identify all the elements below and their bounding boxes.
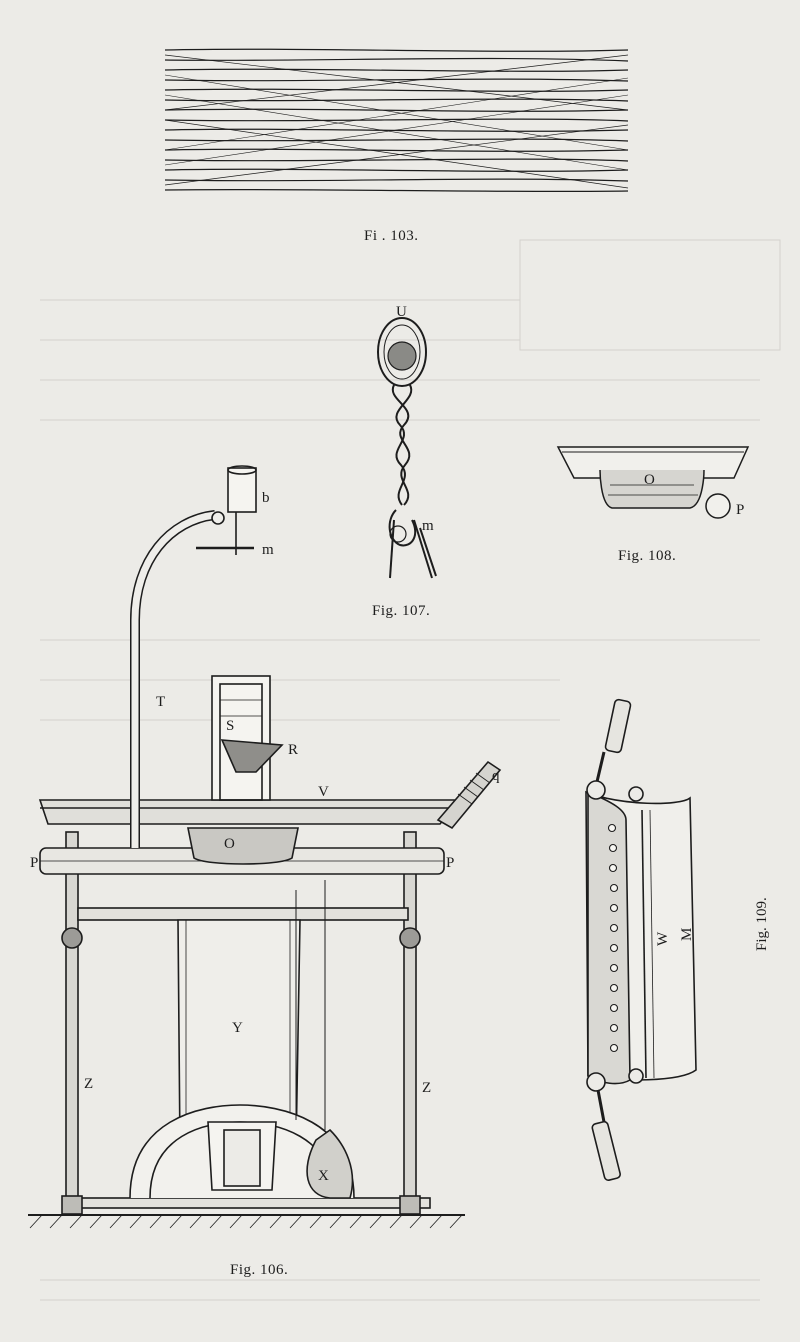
- fig-109-label-m: M: [679, 928, 695, 941]
- fig-108-label-o: O: [644, 472, 655, 488]
- fig-106-label-z-right: Z: [422, 1080, 431, 1096]
- fig-106-caption: Fig. 106.: [230, 1262, 289, 1278]
- fig-106-label-q: q: [492, 768, 500, 784]
- fig-107-label-m: m: [422, 518, 434, 534]
- fig-106-label-z-left: Z: [84, 1076, 93, 1092]
- fig-107-caption: Fig. 107.: [372, 603, 431, 619]
- fig-106-label-v: V: [318, 784, 329, 800]
- fig-106-label-p-right: P: [446, 855, 454, 871]
- fig-106-label-x: X: [318, 1168, 329, 1184]
- fig-106-winding-machine: [28, 465, 502, 1229]
- fig-106-label-m: m: [262, 542, 274, 558]
- fig-103-thread-skein: [164, 48, 629, 193]
- fig-108-caption: Fig. 108.: [618, 548, 677, 564]
- fig-109-perforated-trough: [585, 698, 697, 1181]
- fig-106-label-s: S: [226, 718, 234, 734]
- show-through-texture: [40, 239, 781, 1301]
- fig-106-label-o: O: [224, 836, 235, 852]
- fig-103-caption: Fi . 103.: [364, 228, 419, 244]
- fig-106-label-t: T: [156, 694, 165, 710]
- fig-108-pan: [556, 446, 750, 519]
- fig-109-caption: Fig. 109.: [754, 897, 770, 951]
- fig-108-label-p: P: [736, 502, 744, 518]
- fig-106-label-r: R: [288, 742, 298, 758]
- fig-107-label-u: U: [396, 304, 407, 320]
- fig-107-wire-hook: [377, 317, 437, 579]
- fig-106-label-p-left: P: [30, 855, 38, 871]
- fig-106-label-y: Y: [232, 1020, 243, 1036]
- fig-106-label-b: b: [262, 490, 270, 506]
- fig-109-label-w: W: [655, 931, 671, 946]
